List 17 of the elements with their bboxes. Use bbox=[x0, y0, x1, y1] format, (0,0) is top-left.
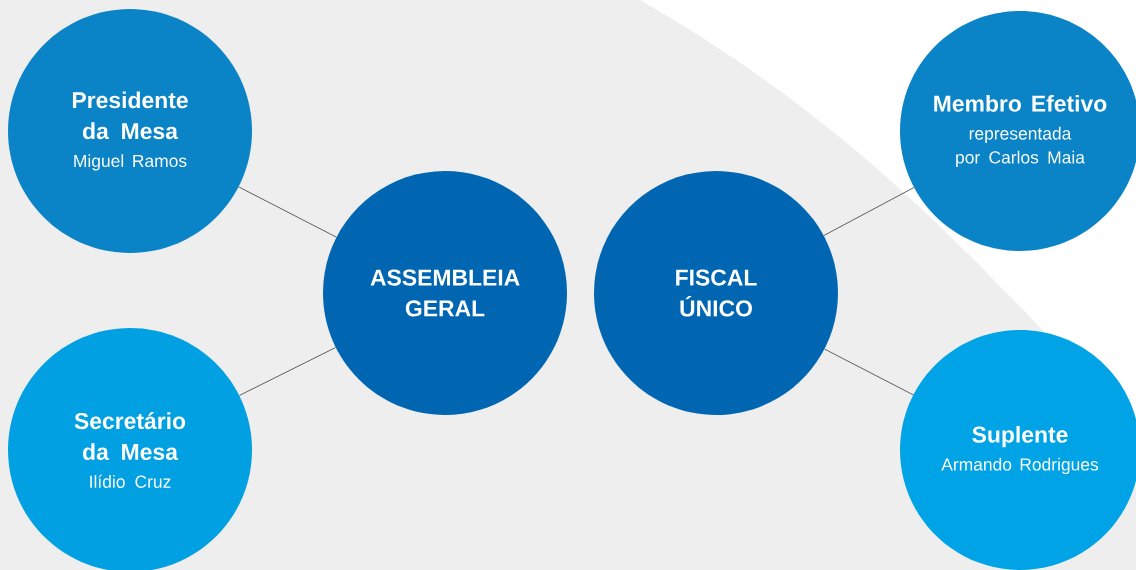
connector-line bbox=[238, 186, 337, 238]
connector-line bbox=[823, 187, 915, 236]
circle-subtitle: Miguel Ramos bbox=[74, 154, 187, 171]
circle-title: Secretário da Mesa bbox=[74, 412, 186, 460]
circle-title: ASSEMBLEIA GERAL bbox=[370, 269, 520, 317]
circle-title: Presidente da Mesa bbox=[72, 91, 188, 140]
circle-title: Membro Efetivo bbox=[934, 94, 1107, 112]
connector-line bbox=[824, 348, 914, 396]
circle-subtitle: Ilídio Cruz bbox=[90, 474, 171, 488]
circle-subtitle: Armando Rodrigues bbox=[941, 457, 1099, 475]
circle-node bbox=[594, 171, 838, 415]
circle-title: FISCAL ÚNICO bbox=[676, 269, 757, 317]
circle-node bbox=[8, 9, 252, 253]
connector-line bbox=[238, 347, 337, 396]
circle-title: Suplente bbox=[972, 425, 1068, 448]
circle-subtitle: representada por Carlos Maia bbox=[956, 126, 1085, 167]
circle-node bbox=[323, 171, 567, 415]
